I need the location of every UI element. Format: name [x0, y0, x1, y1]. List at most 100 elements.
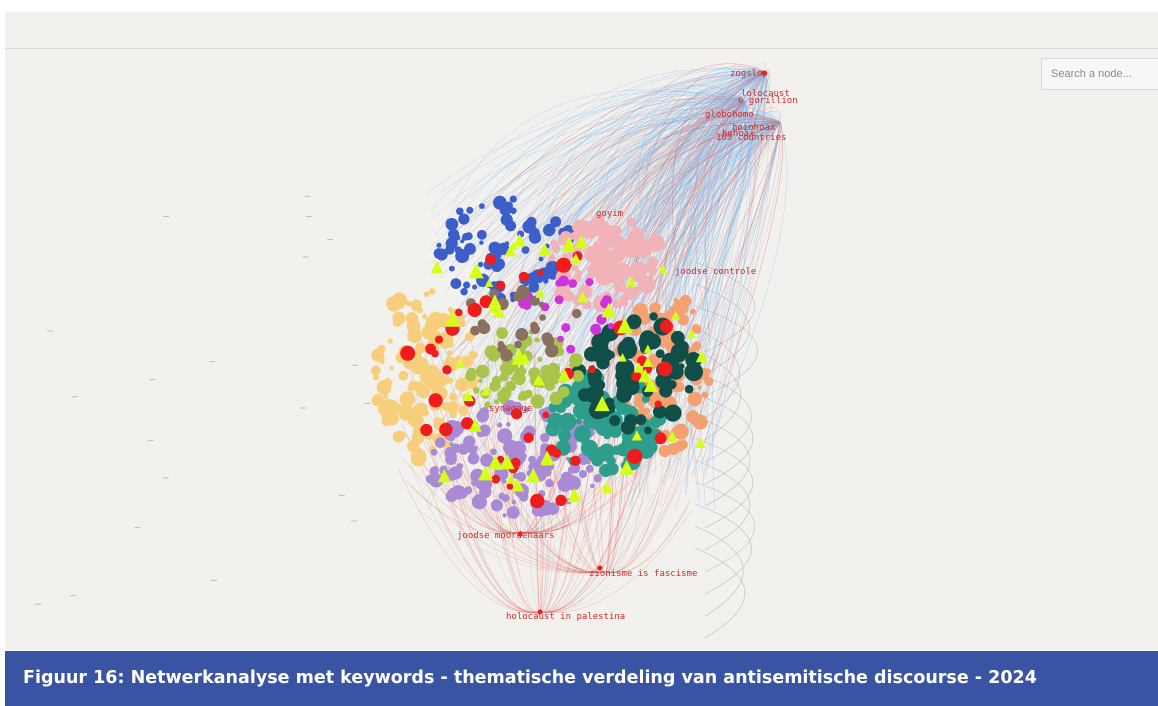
edge — [694, 503, 752, 595]
edge — [625, 114, 781, 258]
graph-node — [379, 359, 385, 365]
edge — [694, 393, 754, 485]
edge — [694, 481, 755, 573]
graph-node — [479, 240, 484, 245]
graph-node — [656, 303, 661, 308]
graph-node — [429, 473, 444, 488]
graph-node — [480, 453, 494, 467]
edge — [456, 71, 766, 455]
graph-node — [658, 445, 671, 458]
search-node-input[interactable] — [1041, 58, 1158, 90]
keyword-label[interactable]: zionisme is fascisme — [589, 569, 697, 579]
graph-node — [691, 324, 702, 334]
graph-node — [555, 494, 567, 506]
keyword-label[interactable]: joodse moordenaars — [457, 531, 555, 541]
graph-node — [470, 325, 480, 336]
keyword-label[interactable]: holocaust in palestina — [506, 612, 625, 622]
graph-node — [467, 452, 480, 465]
graph-node — [430, 260, 444, 273]
graph-node — [484, 345, 499, 359]
graph-node — [460, 355, 474, 368]
graph-node — [434, 335, 444, 344]
graph-node — [518, 492, 529, 502]
graph-node — [538, 301, 545, 308]
edge — [548, 63, 766, 219]
graph-node — [601, 302, 616, 318]
keyword-label[interactable]: globohomo — [705, 110, 754, 120]
graph-node — [547, 269, 559, 280]
graph-node — [656, 408, 664, 417]
edge — [675, 98, 746, 224]
graph-node — [477, 261, 484, 268]
graph-node — [537, 356, 543, 362]
edge — [475, 101, 746, 393]
graph-node — [701, 391, 709, 399]
graph-node — [590, 483, 595, 489]
edge — [397, 468, 541, 613]
edge — [634, 101, 781, 216]
graph-node — [687, 328, 697, 339]
edge — [672, 96, 746, 262]
edge — [539, 499, 644, 613]
graph-node — [493, 195, 507, 210]
graph-node — [548, 254, 556, 262]
edge — [519, 487, 611, 534]
keyword-label[interactable]: synagoge — [489, 404, 532, 414]
graph-node — [630, 371, 642, 382]
graph-node — [545, 479, 554, 488]
graph-node — [528, 368, 537, 376]
network-graph[interactable]: zogslop lolocaust 6 gorillion globohomo … — [5, 12, 1158, 650]
graph-node — [566, 344, 576, 354]
graph-node — [434, 437, 446, 449]
graph-node — [637, 403, 644, 410]
keyword-label[interactable]: hoiohoax — [732, 123, 776, 133]
keyword-label[interactable]: goyim — [596, 209, 623, 219]
edge — [668, 121, 782, 367]
graph-node — [684, 362, 703, 382]
edge — [557, 93, 746, 217]
graph-node — [612, 299, 622, 309]
graph-node — [530, 394, 545, 408]
keyword-label[interactable]: joodse controle — [675, 267, 756, 277]
edge — [604, 506, 689, 574]
keyword-label[interactable]: 109 countries — [716, 133, 786, 143]
graph-node — [558, 386, 570, 398]
edge — [702, 69, 770, 260]
graph-node — [406, 440, 420, 453]
graph-node — [480, 385, 491, 396]
graph-node — [657, 361, 673, 377]
graph-node — [633, 362, 645, 373]
graph-node — [463, 281, 471, 289]
graph-node — [564, 236, 575, 247]
graph-node — [604, 397, 615, 408]
graph-node — [606, 455, 616, 466]
graph-node — [532, 374, 544, 386]
edge — [693, 100, 753, 254]
keyword-label[interactable]: lolocaust — [741, 89, 790, 99]
keyword-label[interactable]: zogslop — [730, 69, 768, 79]
graph-node — [463, 435, 476, 448]
keyword-label[interactable]: 6 gorillion — [738, 96, 798, 106]
edge — [604, 451, 653, 573]
edge — [694, 459, 751, 551]
graph-node — [472, 284, 478, 290]
graph-node — [511, 499, 517, 505]
keyword-label[interactable]: hohoax — [722, 129, 755, 139]
graph-node — [642, 356, 653, 367]
graph-node — [558, 275, 569, 287]
graph-node — [468, 446, 478, 455]
graph-node — [503, 439, 519, 456]
graph-node — [387, 338, 393, 344]
node-layer — [371, 70, 767, 615]
graph-node — [449, 442, 454, 447]
network-graph-panel[interactable]: zogslop lolocaust 6 gorillion globohomo … — [5, 12, 1158, 650]
graph-node — [468, 418, 482, 432]
edge — [445, 101, 746, 293]
edge — [672, 71, 772, 241]
graph-node — [631, 430, 642, 441]
graph-node — [510, 207, 517, 215]
edge — [659, 101, 746, 307]
graph-node — [607, 322, 615, 330]
graph-node — [586, 246, 594, 254]
graph-node — [371, 394, 384, 407]
